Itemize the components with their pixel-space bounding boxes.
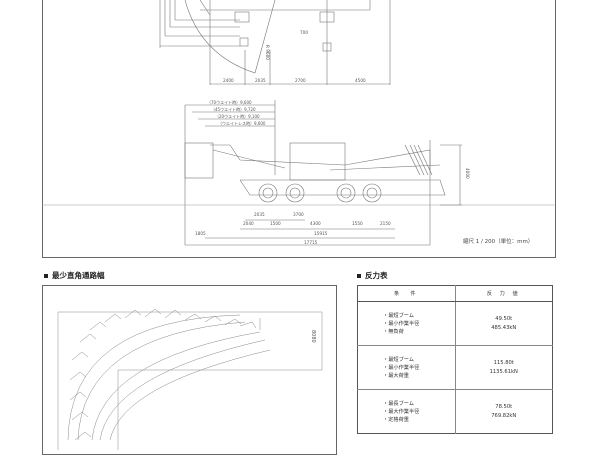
- table-row: ・最短ブーム ・最小作業半径 ・最大荷重 115.80t 1135.61kN: [357, 345, 553, 390]
- table-row: ・最長ブーム ・最大作業半径 ・定格荷重 78.50t 769.82kN: [357, 389, 553, 434]
- scale-note: 縮尺 1 / 200（単位：mm）: [463, 239, 534, 245]
- plan-dim-3: 2700: [295, 78, 306, 83]
- side-dim-2040: 2040: [243, 221, 254, 226]
- table-row: ・最短ブーム ・最小作業半径 ・無負荷 49.50t 485.43kN: [357, 301, 553, 346]
- chassis-length-dim: 15915: [314, 231, 328, 236]
- cw-label-20: （20ウエイト時）9,100: [215, 114, 260, 119]
- turning-path-frame: [42, 285, 337, 455]
- total-length-dim: 17715: [304, 240, 318, 245]
- value-cell: 49.50t 485.43kN: [454, 301, 553, 346]
- turn-radius-label: R 9600: [265, 45, 270, 60]
- side-dim-3700: 3700: [293, 212, 304, 217]
- side-dim-2035: 2035: [254, 212, 265, 217]
- plan-dim-1: 2400: [223, 78, 234, 83]
- plan-dim-2: 2035: [255, 78, 266, 83]
- cw-label-45: （45ウエイト時）9,720: [211, 107, 256, 112]
- bullet-icon: [44, 274, 48, 278]
- header-reaction-value: 反 力 値: [454, 285, 553, 302]
- bullet-icon: [357, 274, 361, 278]
- reaction-table-title: 反力表: [357, 270, 388, 281]
- condition-cell: ・最長ブーム ・最大作業半径 ・定格荷重: [357, 389, 455, 434]
- reaction-table: 条 件 反 力 値 ・最短ブーム ・最小作業半径 ・無負荷 49.50t 485…: [357, 285, 553, 434]
- cw-label-70: （70ウエイト時）9,600: [207, 100, 252, 105]
- side-dim-1500: 1500: [270, 221, 281, 226]
- cw-label-none: （ウエイトレス時）9,600: [218, 121, 266, 126]
- table-header-row: 条 件 反 力 値: [357, 285, 553, 302]
- side-dim-4300: 4300: [310, 221, 321, 226]
- value-cell: 115.80t 1135.61kN: [454, 345, 553, 390]
- turning-width-dim: 8080: [310, 330, 316, 343]
- turning-path-title: 最少直角通路幅: [44, 270, 105, 281]
- scale-drawing-frame: [42, 0, 556, 258]
- front-overhang-dim: 1805: [195, 231, 206, 236]
- height-dim: 4000: [465, 168, 470, 179]
- plan-dim-4: 4500: [355, 78, 366, 83]
- value-cell: 78.50t 769.82kN: [454, 389, 553, 434]
- header-condition: 条 件: [357, 285, 455, 302]
- condition-cell: ・最短ブーム ・最小作業半径 ・最大荷重: [357, 345, 455, 390]
- angle-label: 700: [300, 30, 308, 35]
- side-dim-1550: 1550: [352, 221, 363, 226]
- condition-cell: ・最短ブーム ・最小作業半径 ・無負荷: [357, 301, 455, 346]
- side-dim-2150: 2150: [380, 221, 391, 226]
